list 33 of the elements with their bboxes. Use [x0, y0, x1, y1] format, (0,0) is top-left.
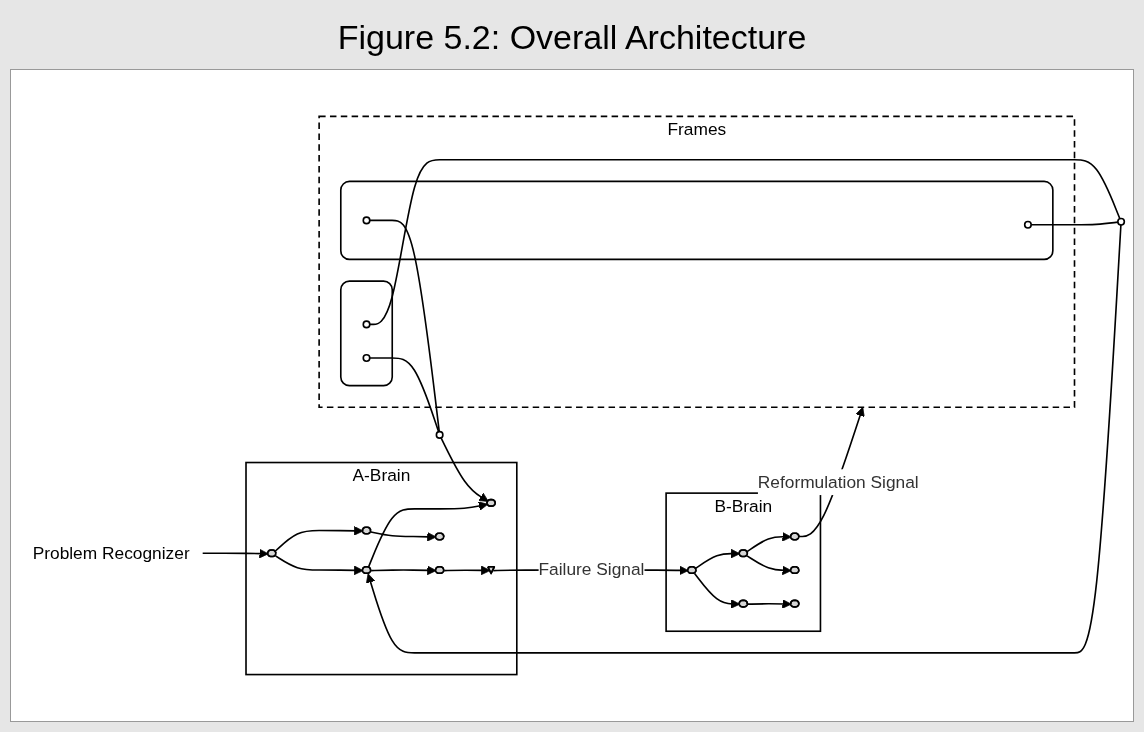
arrow: [747, 599, 792, 609]
cluster: B-Brain: [665, 492, 822, 633]
cluster: [340, 280, 394, 387]
cluster: [340, 180, 1054, 261]
node-circle: [435, 430, 444, 439]
diagram-title: Figure 5.2: Overall Architecture: [337, 18, 807, 57]
arrow: [370, 531, 437, 542]
node-circle: [362, 353, 371, 363]
cluster: A-Brain: [245, 461, 518, 676]
edge-label: Failure Signal: [538, 560, 645, 579]
arrow: [746, 555, 792, 576]
arrow: [440, 437, 489, 502]
arrow: [693, 572, 741, 609]
arrow: [694, 548, 741, 570]
arrow: [201, 548, 269, 559]
arrow: [366, 224, 1122, 654]
cluster: Frames: [318, 115, 1076, 409]
node-circle: [1117, 217, 1126, 226]
arrow: [274, 526, 364, 553]
arrow: [443, 565, 491, 576]
node-circle: [362, 216, 371, 225]
connector: [368, 158, 1121, 326]
connector: [1030, 221, 1119, 226]
connector: [368, 219, 441, 433]
node-circle: [1023, 220, 1032, 229]
arrow: [367, 501, 489, 569]
arrow: [274, 555, 364, 576]
edge-label: Reformulation Signal: [757, 472, 919, 491]
node-circle: [362, 320, 371, 329]
node-text: Problem Recognizer: [32, 543, 190, 562]
arrow: [370, 565, 437, 576]
connector: [368, 357, 440, 433]
arrow: [746, 532, 792, 553]
